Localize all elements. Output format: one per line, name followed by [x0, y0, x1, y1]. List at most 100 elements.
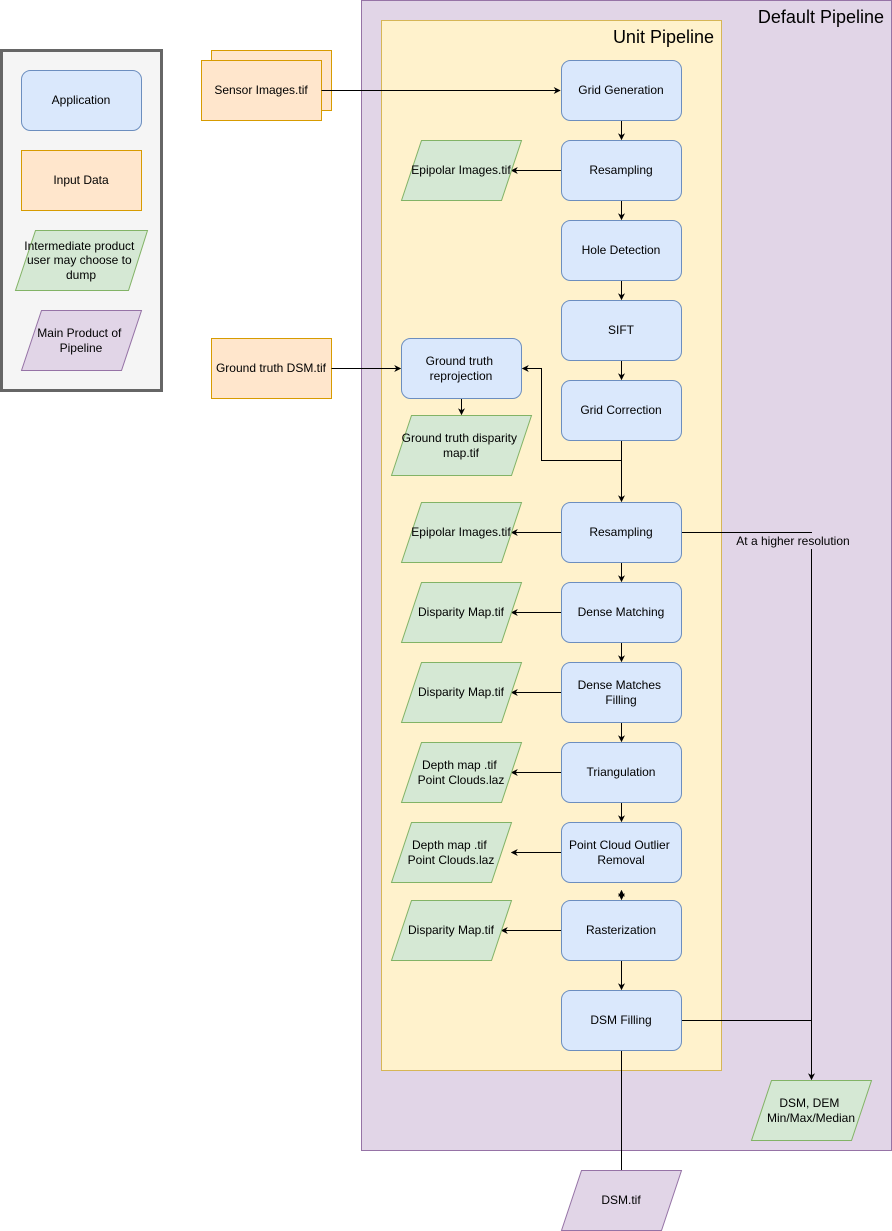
- step-rasterization: Rasterization: [561, 900, 682, 961]
- svg-text:Grid Generation: Grid Generation: [578, 83, 663, 97]
- step-grid-generation: Grid Generation: [561, 60, 682, 121]
- intermediate-label: Point Clouds.laz: [408, 853, 495, 867]
- step-resampling: Resampling: [561, 140, 682, 201]
- legend-main-product: Main Product of Pipeline: [20, 310, 143, 371]
- intermediate-depth-map-1: Depth map .tif Point Clouds.laz: [400, 742, 523, 803]
- intermediate-depth-map-2: Depth map .tif Point Clouds.laz: [390, 822, 513, 883]
- legend-intermediate-label: Intermediate product user may choose to …: [24, 239, 137, 282]
- svg-text:Ground truth reprojectio: Ground truth reprojection: [426, 354, 497, 383]
- step-dense-matches-filling: Dense Matches Filling: [561, 662, 682, 723]
- step-label: Grid Generation: [578, 83, 663, 97]
- step-label: Dense Matches: [578, 678, 661, 692]
- intermediate-label: Ground truth disparity: [402, 431, 517, 445]
- svg-text:Depth map .tif Point Clo: Depth map .tif Point Clouds.laz: [408, 838, 495, 867]
- edge-higher-resolution-loop: [671, 529, 812, 1021]
- svg-text:Hole Detection: Hole Detection: [582, 243, 661, 257]
- output-dsm-tif: DSM.tif: [560, 1170, 683, 1231]
- svg-text:Dense Matching: Dense Matching: [578, 605, 665, 619]
- legend-intermediate-line: Intermediate product: [24, 239, 135, 253]
- intermediate-label: DSM, DEM: [779, 1096, 839, 1110]
- edges: [321, 87, 815, 1171]
- svg-text:SIFT: SIFT: [608, 323, 635, 337]
- legend-intermediate-line: user may choose to: [27, 253, 132, 267]
- svg-text:Epipolar Images.tif: Epipolar Images.tif: [411, 525, 511, 539]
- legend-application-label: Application: [52, 93, 111, 107]
- step-label: Hole Detection: [582, 243, 661, 257]
- step-ground-truth-reprojection: Ground truth reprojection: [401, 338, 522, 399]
- step-point-cloud-outlier-removal: Point Cloud Outlier Removal: [561, 822, 682, 883]
- svg-text:Ground truth disparity m: Ground truth disparity map.tif: [402, 431, 521, 460]
- legend-main-product-label: Main Product of Pipeline: [37, 326, 124, 355]
- step-dsm-filling: DSM Filling: [561, 990, 682, 1051]
- intermediate-label: map.tif: [443, 446, 480, 460]
- intermediate-label: Disparity Map.tif: [408, 923, 495, 937]
- ground-truth-dsm-label: Ground truth DSM.tif: [216, 361, 327, 375]
- step-hole-detection: Hole Detection: [561, 220, 682, 281]
- step-label: Triangulation: [587, 765, 656, 779]
- step-label: Dense Matching: [578, 605, 665, 619]
- svg-text:Disparity Map.tif: Disparity Map.tif: [408, 923, 495, 937]
- intermediate-epipolar-images-1: Epipolar Images.tif: [400, 140, 523, 201]
- step-grid-correction: Grid Correction: [561, 380, 682, 441]
- intermediate-disparity-map-2: Disparity Map.tif: [400, 662, 523, 723]
- svg-text:Epipolar Images.tif: Epipolar Images.tif: [411, 163, 511, 177]
- svg-text:Disparity Map.tif: Disparity Map.tif: [418, 605, 505, 619]
- step-label: DSM Filling: [590, 1013, 651, 1027]
- legend-application: Application: [21, 70, 142, 131]
- svg-text:Rasterization: Rasterization: [586, 923, 656, 937]
- legend-input-data: Input Data: [21, 150, 142, 211]
- svg-text:Point Cloud Outlier Remo: Point Cloud Outlier Removal: [569, 838, 673, 867]
- higher-resolution-label: At a higher resolution: [736, 534, 849, 548]
- intermediate-ground-truth-disparity: Ground truth disparity map.tif: [390, 415, 533, 476]
- intermediate-label: Depth map .tif: [412, 838, 487, 852]
- svg-text:Resampling: Resampling: [589, 525, 652, 539]
- sensor-images-label: Sensor Images.tif: [214, 83, 308, 97]
- svg-text:Resampling: Resampling: [589, 163, 652, 177]
- step-label: Resampling: [589, 163, 652, 177]
- legend-main-product-line: Pipeline: [60, 341, 103, 355]
- legend: Application Input Data Intermediate prod…: [0, 49, 163, 392]
- svg-text:Grid Correction: Grid Correction: [580, 403, 661, 417]
- step-dense-matching: Dense Matching: [561, 582, 682, 643]
- intermediate-dsm-dem: DSM, DEM Min/Max/Median: [750, 1080, 873, 1141]
- step-label: Removal: [597, 853, 644, 867]
- intermediate-label: Disparity Map.tif: [418, 685, 505, 699]
- higher-resolution-label-group: At a higher resolution: [734, 533, 852, 549]
- intermediate-disparity-map-1: Disparity Map.tif: [400, 582, 523, 643]
- input-ground-truth-dsm: Ground truth DSM.tif: [211, 338, 332, 399]
- step-label: Filling: [605, 693, 636, 707]
- svg-text:Depth map .tif Point Clo: Depth map .tif Point Clouds.laz: [418, 758, 505, 787]
- step-resampling-high-res: Resampling: [561, 502, 682, 563]
- step-label: reprojection: [430, 369, 493, 383]
- unit-pipeline-title: Unit Pipeline: [613, 27, 714, 47]
- step-label: Resampling: [589, 525, 652, 539]
- svg-text:Dense Matches Filling: Dense Matches Filling: [578, 678, 665, 707]
- default-pipeline-title: Default Pipeline: [758, 7, 884, 27]
- legend-main-product-line: Main Product of: [37, 326, 122, 340]
- intermediate-label: Epipolar Images.tif: [411, 525, 511, 539]
- input-sensor-images: Sensor Images.tif: [201, 50, 332, 121]
- legend-input-data-label: Input Data: [53, 173, 109, 187]
- svg-text:Triangulation: Triangulation: [587, 765, 656, 779]
- intermediate-epipolar-images-2: Epipolar Images.tif: [400, 502, 523, 563]
- intermediate-label: Depth map .tif: [422, 758, 497, 772]
- step-label: Point Cloud Outlier: [569, 838, 670, 852]
- dsm-tif-label: DSM.tif: [601, 1193, 641, 1207]
- step-label: SIFT: [608, 323, 635, 337]
- svg-text:DSM Filling: DSM Filling: [590, 1013, 651, 1027]
- legend-intermediate-line: dump: [66, 268, 96, 282]
- intermediate-label: Point Clouds.laz: [418, 773, 505, 787]
- step-label: Rasterization: [586, 923, 656, 937]
- step-label: Ground truth: [426, 354, 493, 368]
- intermediate-label: Disparity Map.tif: [418, 605, 505, 619]
- step-sift: SIFT: [561, 300, 682, 361]
- svg-text:Disparity Map.tif: Disparity Map.tif: [418, 685, 505, 699]
- intermediate-disparity-map-3: Disparity Map.tif: [390, 900, 513, 961]
- step-triangulation: Triangulation: [561, 742, 682, 803]
- svg-text:DSM, DEM Min/Max/Median: DSM, DEM Min/Max/Median: [767, 1096, 855, 1125]
- legend-intermediate: Intermediate product user may choose to …: [14, 230, 149, 291]
- step-label: Grid Correction: [580, 403, 661, 417]
- intermediate-label: Min/Max/Median: [767, 1111, 855, 1125]
- intermediate-label: Epipolar Images.tif: [411, 163, 511, 177]
